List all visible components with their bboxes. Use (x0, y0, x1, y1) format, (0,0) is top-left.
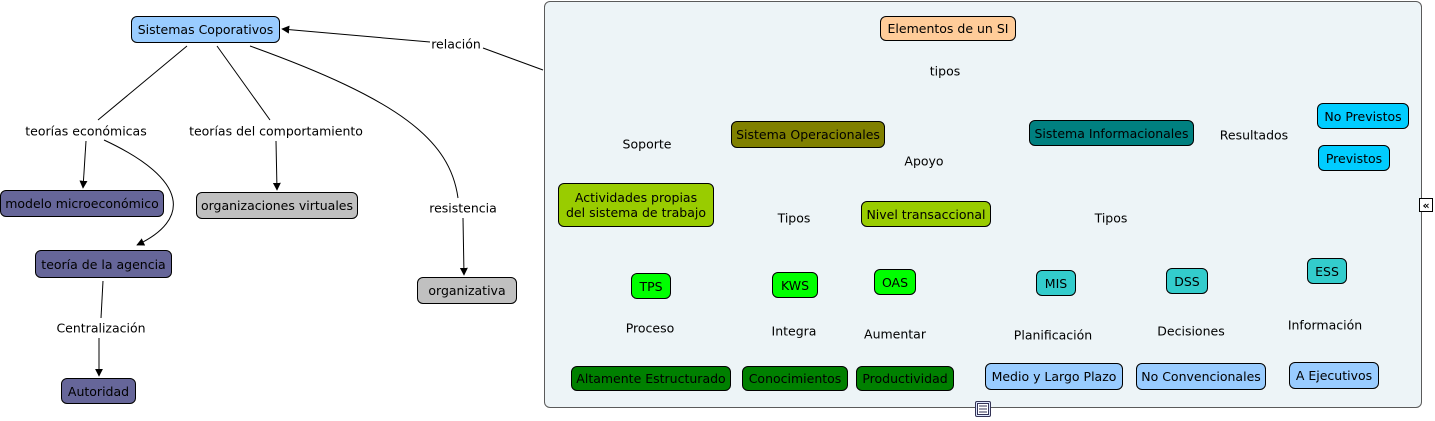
node-modelo-microeconomico[interactable]: modelo microeconómico (0, 190, 164, 217)
node-medio-largo-plazo[interactable]: Medio y Largo Plazo (985, 363, 1123, 390)
link-label-teorias-economicas: teorías económicas (25, 123, 147, 139)
line-resist-organizativa (459, 217, 468, 276)
link-label-tipos: tipos (929, 63, 961, 79)
link-label-relacion: relación (431, 36, 481, 52)
node-ess[interactable]: ESS (1307, 258, 1347, 284)
list-icon[interactable] (975, 401, 991, 417)
link-label-planificacion: Planificación (1013, 327, 1093, 343)
node-autoridad[interactable]: Autoridad (61, 378, 136, 404)
node-altamente-estructurado[interactable]: Altamente Estructurado (571, 366, 731, 391)
line-sc-econ (97, 45, 188, 121)
link-label-decisiones: Decisiones (1157, 323, 1225, 339)
node-sistemas-corporativos[interactable]: Sistemas Coporativos (131, 16, 280, 43)
node-kws[interactable]: KWS (772, 272, 818, 298)
link-label-apoyo: Apoyo (904, 153, 944, 169)
node-elementos-si[interactable]: Elementos de un SI (880, 16, 1016, 41)
line-relacion-out (281, 25, 431, 43)
collapse-icon[interactable]: « (1419, 198, 1433, 212)
node-oas[interactable]: OAS (874, 269, 916, 295)
link-label-resultados: Resultados (1219, 127, 1289, 143)
link-label-centralizacion: Centralización (56, 320, 146, 336)
line-agencia-central (100, 280, 104, 319)
line-comport-org (272, 140, 281, 191)
link-label-tipos-informacionales: Tipos (1094, 210, 1128, 226)
line-sc-comport (216, 45, 271, 121)
link-label-soporte: Soporte (622, 136, 672, 152)
node-sistema-informacionales[interactable]: Sistema Informacionales (1029, 120, 1194, 146)
node-previstos[interactable]: Previstos (1318, 145, 1390, 171)
node-a-ejecutivos[interactable]: A Ejecutivos (1289, 362, 1379, 389)
link-label-tipos-operacionales: Tipos (777, 210, 811, 226)
link-label-proceso: Proceso (625, 320, 675, 336)
link-label-teorias-comportamiento: teorías del comportamiento (189, 123, 363, 139)
node-no-convencionales[interactable]: No Convencionales (1136, 363, 1266, 390)
node-conocimientos[interactable]: Conocimientos (742, 366, 848, 391)
node-teoria-agencia[interactable]: teoría de la agencia (35, 250, 172, 278)
node-productividad[interactable]: Productividad (856, 366, 954, 391)
link-label-informacion: Información (1287, 317, 1363, 333)
line-econ-modelo (79, 140, 88, 189)
node-organizaciones-virtuales[interactable]: organizaciones virtuales (196, 192, 358, 219)
node-organizativa[interactable]: organizativa (417, 277, 517, 304)
link-label-resistencia: resistencia (429, 200, 497, 216)
node-mis[interactable]: MIS (1036, 270, 1076, 296)
line-relacion-in (482, 47, 544, 71)
link-label-aumentar: Aumentar (864, 326, 926, 342)
node-sistema-operacionales[interactable]: Sistema Operacionales (731, 121, 885, 148)
node-no-previstos[interactable]: No Previstos (1317, 103, 1409, 129)
node-dss[interactable]: DSS (1166, 268, 1208, 294)
node-nivel-transaccional[interactable]: Nivel transaccional (861, 201, 991, 227)
line-sc-resist (249, 45, 459, 199)
node-actividades[interactable]: Actividades propias del sistema de traba… (558, 183, 714, 227)
link-label-integra: Integra (771, 323, 817, 339)
node-tps[interactable]: TPS (631, 273, 671, 299)
line-econ-agencia (103, 139, 174, 246)
